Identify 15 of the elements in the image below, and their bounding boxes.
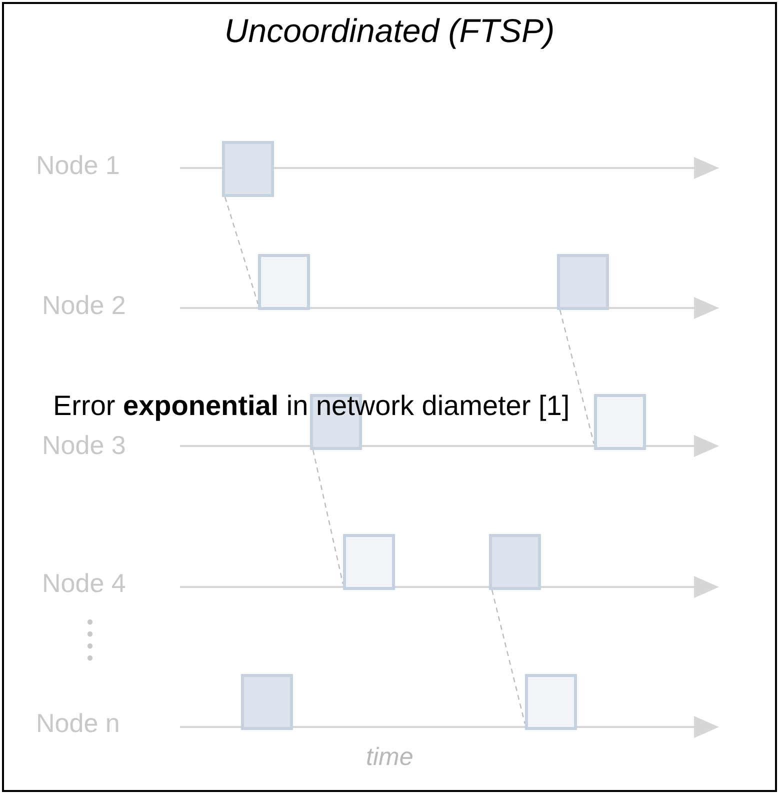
dashed-connector: [491, 590, 526, 724]
received-packet-box: [525, 674, 577, 730]
received-packet-box: [343, 534, 395, 590]
diagram-title: Uncoordinated (FTSP): [224, 12, 555, 50]
sent-packet-box: [557, 254, 609, 310]
sent-packet-box: [489, 534, 541, 590]
dashed-connector: [559, 310, 595, 444]
dashed-connector: [224, 196, 259, 304]
received-packet-box: [258, 254, 310, 310]
annotation-text: Error exponential in network diameter [1]: [53, 390, 570, 422]
axis-label: time: [366, 743, 414, 772]
received-packet-box: [594, 394, 646, 450]
sent-packet-box: [222, 141, 274, 197]
sent-packet-box: [241, 674, 293, 730]
dashed-connector: [312, 450, 344, 584]
